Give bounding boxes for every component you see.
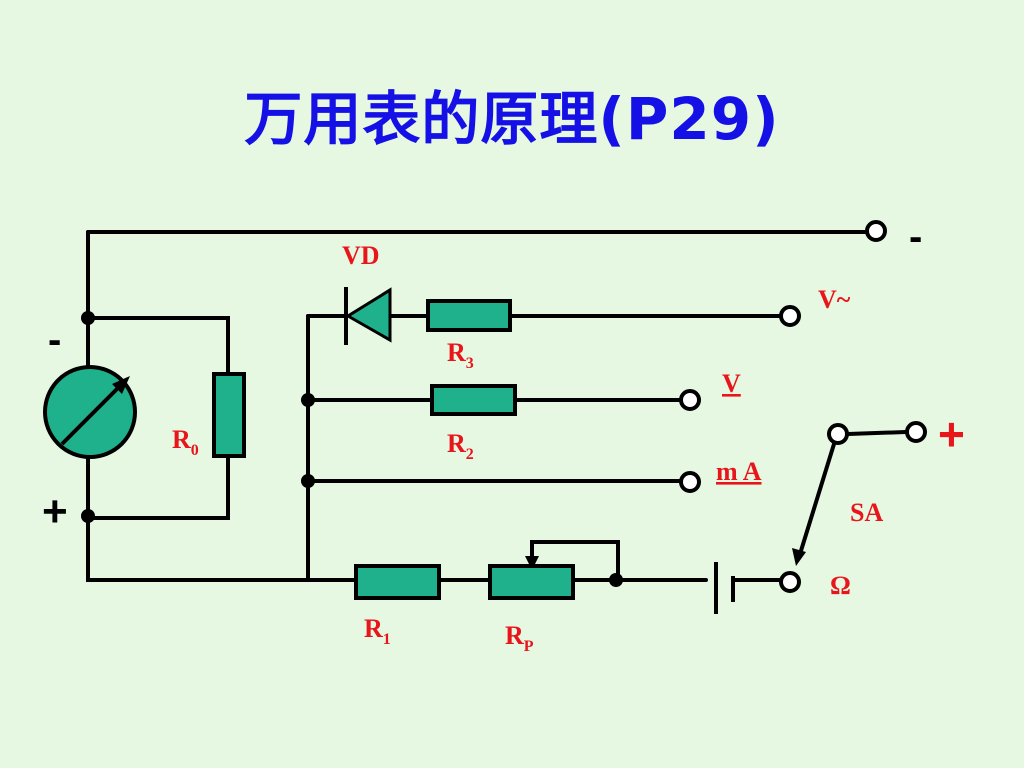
junction-dot <box>81 509 95 523</box>
terminal-ma <box>679 471 701 493</box>
label-ma: m A <box>716 457 762 486</box>
rp-wiper-loop <box>530 540 620 582</box>
resistor-r0 <box>212 372 246 458</box>
switch-to-plus <box>846 430 908 436</box>
terminal-ohm <box>779 571 801 593</box>
junction-dot <box>301 393 315 407</box>
battery-icon <box>714 562 735 614</box>
meter-icon <box>43 365 137 459</box>
output-plus-sign: + <box>938 408 965 460</box>
label-v-ac: V~ <box>818 285 851 314</box>
terminal-v-dc <box>679 389 701 411</box>
terminal-v-ac <box>779 305 801 327</box>
diode-vd <box>344 287 392 345</box>
junction-dot <box>301 474 315 488</box>
output-minus-sign: - <box>909 215 922 259</box>
resistor-r1 <box>354 564 441 600</box>
label-r3: R3 <box>447 338 474 372</box>
switch-blade <box>798 442 836 556</box>
rp-wiper-arrow <box>525 556 539 570</box>
resistor-r3 <box>426 299 512 332</box>
r0-loop <box>86 316 230 520</box>
label-r2: R2 <box>447 429 474 463</box>
slide-title: 万用表的原理(P29) <box>244 85 780 153</box>
junction-dot <box>609 573 623 587</box>
label-r0: R0 <box>172 425 199 459</box>
label-ohm: Ω <box>830 571 851 600</box>
junction-dot <box>81 311 95 325</box>
terminal-plus <box>905 421 927 443</box>
junction-dots <box>81 311 623 587</box>
label-vd: VD <box>342 241 380 270</box>
meter-minus-sign: - <box>48 318 61 362</box>
label-v-dc: V <box>722 369 741 398</box>
resistor-r2 <box>430 384 517 416</box>
label-rp: RP <box>505 621 534 655</box>
label-r1: R1 <box>364 614 391 648</box>
label-sa: SA <box>850 498 883 527</box>
wires <box>86 230 908 582</box>
switch-arrow <box>792 548 806 566</box>
rheostat-rp <box>488 564 575 600</box>
terminal-minus <box>865 220 887 242</box>
switch-pivot <box>827 423 849 445</box>
meter-plus-sign: + <box>42 487 68 536</box>
